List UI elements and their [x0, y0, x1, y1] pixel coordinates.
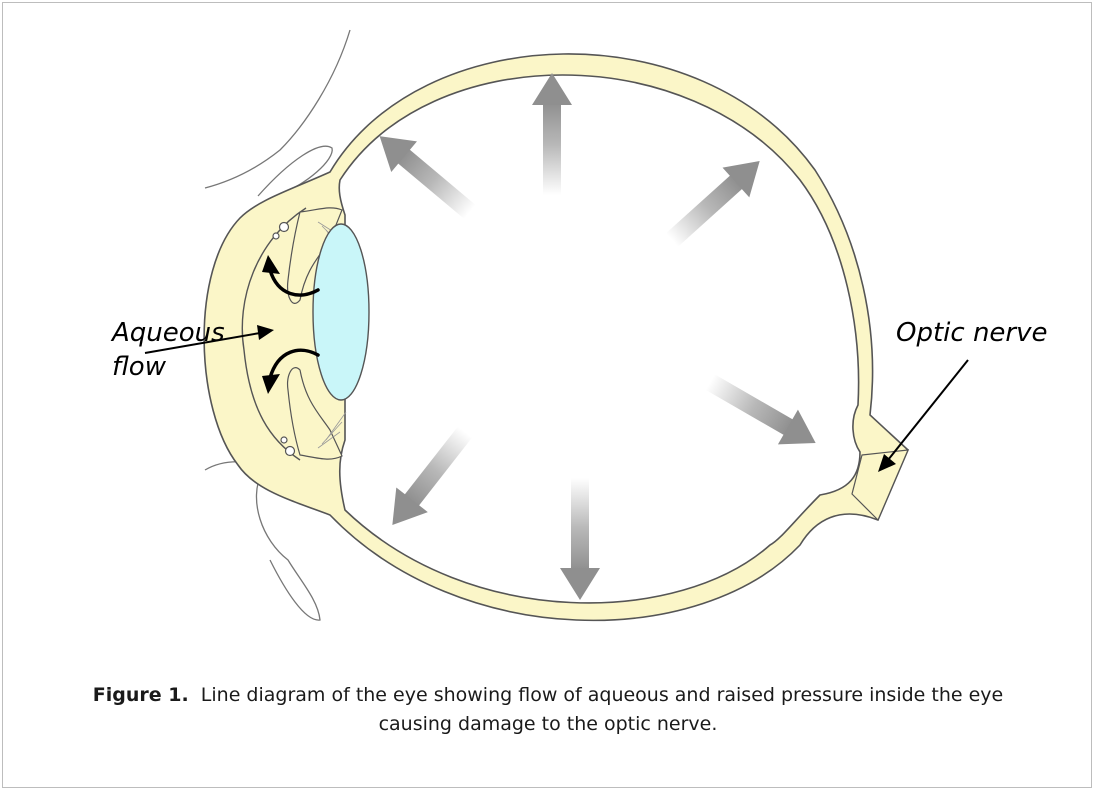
caption-line1: Figure 1. Line diagram of the eye showin…: [0, 681, 1096, 710]
pressure-arrow-up: [532, 73, 572, 195]
optic-nerve-label: Optic nerve: [896, 318, 1048, 348]
caption-text-line2: causing damage to the optic nerve.: [0, 710, 1096, 739]
pressure-arrow-upper-left: [367, 121, 483, 227]
aqueous-label-line2: flow: [112, 352, 167, 382]
drain-circle: [280, 223, 289, 232]
figure-label: Figure 1.: [93, 684, 189, 706]
arrow-head: [532, 73, 572, 105]
arrow-shaft: [397, 149, 476, 219]
pressure-arrow-lower-left: [377, 420, 481, 538]
optic-pointer-line: [888, 360, 968, 460]
upper-eyelid: [205, 30, 350, 188]
arrow-shaft: [543, 103, 561, 195]
pressure-arrows: [367, 73, 826, 600]
arrow-shaft: [666, 174, 743, 246]
arrow-shaft: [404, 426, 472, 506]
pressure-arrow-upper-right: [659, 146, 773, 255]
aqueous-label-line1: Aqueous: [110, 318, 225, 348]
arrow-shaft: [706, 374, 795, 436]
caption-text-line1: Line diagram of the eye showing flow of …: [201, 684, 1003, 706]
drain-circle: [273, 233, 279, 239]
arrow-shaft: [571, 478, 589, 570]
lens: [313, 224, 369, 400]
drain-circle: [281, 437, 287, 443]
pressure-arrow-lower-right: [700, 365, 826, 461]
arrow-head: [560, 568, 600, 600]
drain-circle: [286, 447, 295, 456]
pressure-arrow-down: [560, 478, 600, 600]
figure-caption: Figure 1. Line diagram of the eye showin…: [0, 681, 1096, 739]
